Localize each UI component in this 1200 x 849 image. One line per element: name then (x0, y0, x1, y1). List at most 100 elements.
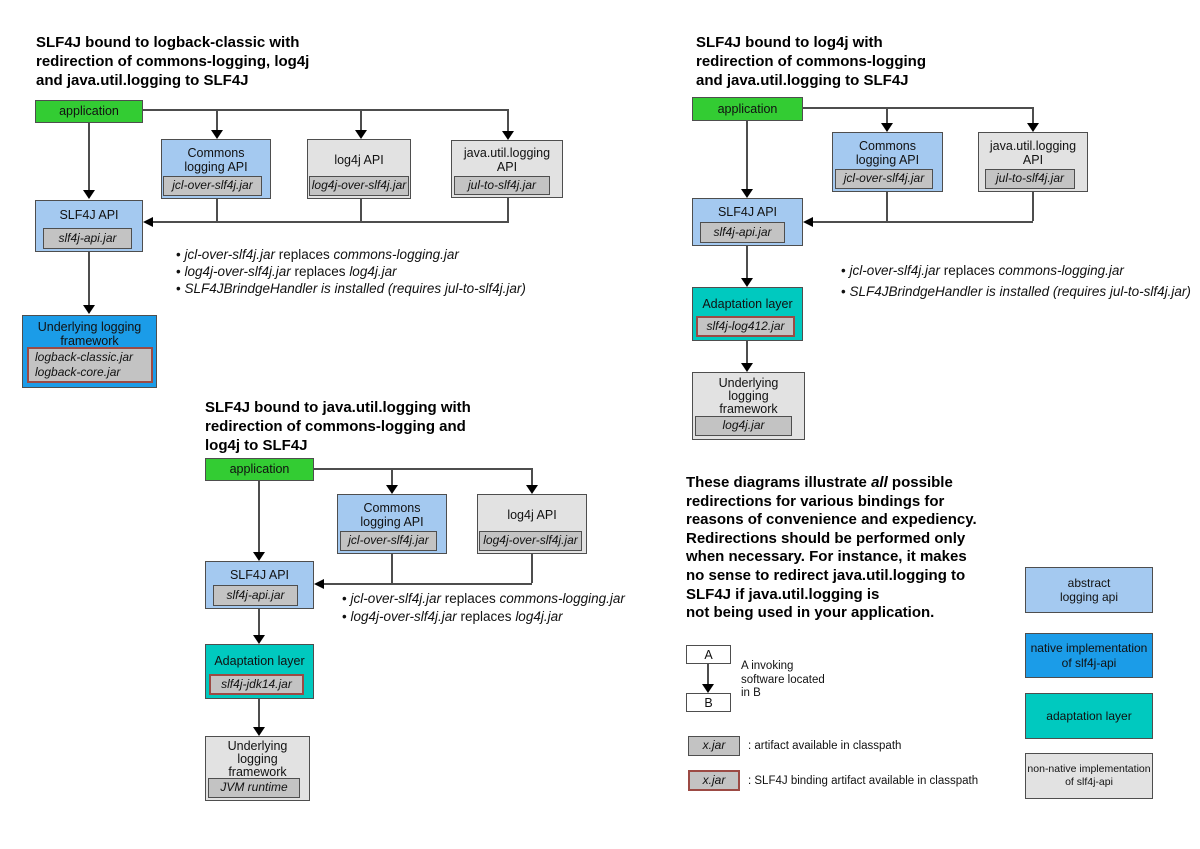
diagram2-title: SLF4J bound to log4j with redirection of… (696, 34, 927, 89)
connector-line (746, 121, 748, 189)
arrow-down-icon (253, 552, 265, 561)
node-label: A (704, 648, 713, 662)
arrow-down-icon (253, 635, 265, 644)
jar-tag-log4j-over-slf4j: log4j-over-slf4j.jar (309, 176, 409, 196)
jar-tag-slf4j-log412: slf4j-log412.jar (696, 316, 795, 337)
jar-tag-slf4j-api: slf4j-api.jar (213, 585, 298, 606)
d2-node-java-util-logging-api: java.util.logging API jul-to-slf4j.jar (978, 132, 1088, 192)
arrow-left-icon (143, 217, 153, 227)
connector-line (216, 109, 218, 131)
connector-line (258, 481, 260, 552)
connector-line (1032, 192, 1034, 221)
d2-node-commons-logging-api: Commons logging API jcl-over-slf4j.jar (832, 132, 943, 192)
arrow-left-icon (803, 217, 813, 227)
connector-line (707, 664, 709, 684)
node-label: Adaptation layer (214, 654, 305, 668)
color-legend-native-implementation: native implementation of slf4j-api (1025, 633, 1153, 678)
node-label: Underlying logging framework (227, 739, 288, 779)
connector-line (216, 199, 218, 221)
d2-node-adaptation-layer: Adaptation layer slf4j-log412.jar (692, 287, 803, 341)
node-label: Underlying logging framework (37, 320, 142, 348)
connector-line (1032, 107, 1034, 124)
node-label: SLF4J API (59, 208, 119, 222)
legend-box-b: B (686, 693, 731, 712)
d1-node-commons-logging-api: Commons logging API jcl-over-slf4j.jar (161, 139, 271, 199)
jar-tag-jvm-runtime: JVM runtime (208, 778, 300, 798)
node-label: application (717, 102, 778, 116)
jar-tag-jcl-over-slf4j: jcl-over-slf4j.jar (340, 531, 437, 551)
node-label: application (59, 104, 119, 118)
d1-node-underlying-framework: Underlying logging framework logback-cla… (22, 315, 157, 388)
connector-line (360, 109, 362, 131)
arrow-down-icon (386, 485, 398, 494)
legend-binding-artifact-caption: : SLF4J binding artifact available in cl… (748, 775, 979, 787)
arrow-down-icon (253, 727, 265, 736)
jar-tag-slf4j-api: slf4j-api.jar (43, 228, 132, 249)
jar-tag-slf4j-api: slf4j-api.jar (700, 222, 785, 243)
legend-artifact-tag: x.jar (688, 736, 740, 756)
arrow-down-icon (83, 190, 95, 199)
legend-box-a: A (686, 645, 731, 664)
d3-node-log4j-api: log4j API log4j-over-slf4j.jar (477, 494, 587, 554)
d1-notes-list: • jcl-over-slf4j.jar replaces commons-lo… (176, 247, 526, 296)
arrow-down-icon (741, 363, 753, 372)
connector-line (88, 123, 90, 190)
d3-node-commons-logging-api: Commons logging API jcl-over-slf4j.jar (337, 494, 447, 554)
arrow-left-icon (314, 579, 324, 589)
d3-notes-list: • jcl-over-slf4j.jar replaces commons-lo… (342, 591, 625, 624)
arrow-down-icon (502, 131, 514, 140)
jar-tag-jcl-over-slf4j: jcl-over-slf4j.jar (163, 176, 262, 196)
arrow-down-icon (702, 684, 714, 693)
connector-line (258, 609, 260, 635)
arrow-down-icon (1027, 123, 1039, 132)
diagram3-title: SLF4J bound to java.util.logging with re… (205, 399, 471, 454)
node-label: java.util.logging API (989, 139, 1077, 167)
d1-node-log4j-api: log4j API log4j-over-slf4j.jar (307, 139, 411, 199)
node-label: application (229, 462, 290, 476)
jar-tag-log4j: log4j.jar (695, 416, 792, 436)
legend-binding-artifact-tag: x.jar (688, 770, 740, 791)
connector-line (813, 221, 1033, 223)
connector-line (746, 246, 748, 279)
d3-node-application: application (205, 458, 314, 481)
d2-node-slf4j-api: SLF4J API slf4j-api.jar (692, 198, 803, 246)
jar-tag-slf4j-jdk14: slf4j-jdk14.jar (209, 674, 304, 695)
jar-tag-jul-to-slf4j: jul-to-slf4j.jar (454, 176, 550, 195)
arrow-down-icon (211, 130, 223, 139)
arrow-down-icon (526, 485, 538, 494)
node-label: Commons logging API (855, 139, 920, 167)
d1-node-slf4j-api: SLF4J API slf4j-api.jar (35, 200, 143, 252)
color-legend-non-native-implementation: non-native implementation of slf4j-api (1025, 753, 1153, 799)
connector-line (153, 221, 509, 223)
legend-invoke-caption: A invoking software located in B (741, 660, 825, 699)
connector-line (391, 468, 393, 486)
d2-node-application: application (692, 97, 803, 121)
arrow-down-icon (355, 130, 367, 139)
connector-line (360, 199, 362, 221)
d1-node-application: application (35, 100, 143, 123)
connector-line (531, 554, 533, 583)
jar-tag-jul-to-slf4j: jul-to-slf4j.jar (985, 169, 1075, 189)
node-label: Commons logging API (184, 146, 248, 174)
legend-artifact-caption: : artifact available in classpath (748, 740, 902, 752)
arrow-down-icon (741, 189, 753, 198)
node-label: SLF4J API (229, 568, 290, 582)
connector-line (314, 468, 532, 470)
connector-line (88, 252, 90, 305)
node-label: Adaptation layer (702, 297, 793, 311)
jar-tag-jcl-over-slf4j: jcl-over-slf4j.jar (835, 169, 933, 189)
connector-line (803, 107, 1033, 109)
connector-line (531, 468, 533, 486)
connector-line (507, 109, 509, 131)
d2-notes-list: • jcl-over-slf4j.jar replaces commons-lo… (841, 263, 1191, 299)
color-legend-adaptation-layer: adaptation layer (1025, 693, 1153, 739)
connector-line (391, 554, 393, 583)
node-label: Commons logging API (360, 501, 424, 529)
arrow-down-icon (83, 305, 95, 314)
node-label: Underlying logging framework (718, 376, 779, 416)
d3-node-slf4j-api: SLF4J API slf4j-api.jar (205, 561, 314, 609)
d3-node-underlying-framework: Underlying logging framework JVM runtime (205, 736, 310, 801)
connector-line (886, 192, 888, 221)
d1-node-java-util-logging-api: java.util.logging API jul-to-slf4j.jar (451, 140, 563, 198)
